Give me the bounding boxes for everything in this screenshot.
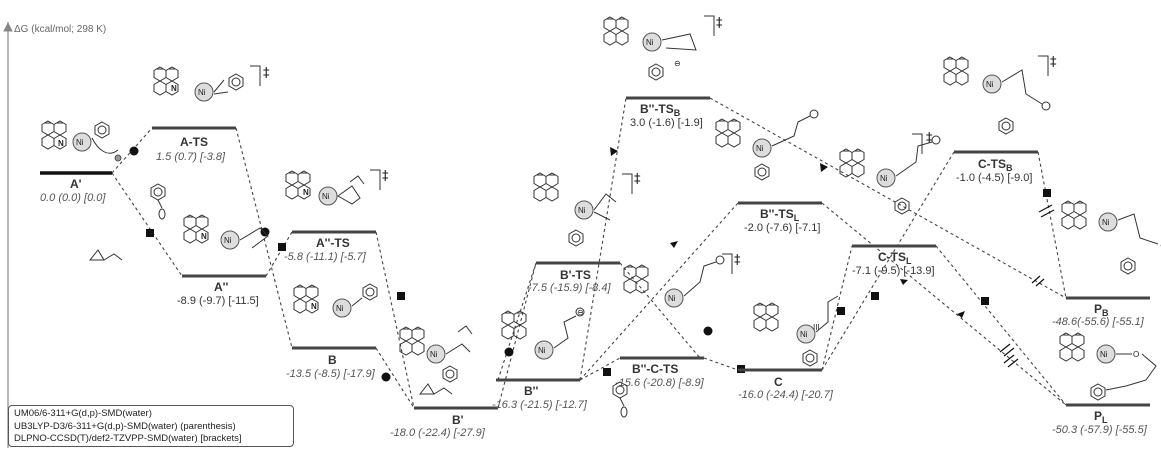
molecule-B-prime: Ni: [400, 326, 472, 382]
energy-B-double-prime: -16.3 (-21.5) [-12.7]: [492, 399, 588, 411]
molecule-B-double-prime-TS-B: Ni ⊖ ‡: [604, 16, 723, 80]
svg-text:Ni: Ni: [986, 80, 994, 89]
svg-text:‡: ‡: [382, 169, 389, 184]
molecule-C-TS-B: Ni ‡: [944, 55, 1057, 134]
state-name-A-TS: A-TS: [180, 135, 208, 149]
benzyl-radical-1: [151, 184, 165, 219]
axis-breaks: [1000, 205, 1054, 367]
molecule-P-L: Ni O: [1060, 333, 1156, 400]
state-name-P-L: PL: [1094, 409, 1108, 425]
state-name-B: B: [328, 353, 337, 367]
molecule-B-prime-TS: Ni ‡: [534, 172, 641, 246]
epoxide-reagent-1: [90, 250, 122, 260]
svg-text:‡: ‡: [634, 172, 641, 187]
y-axis-label: ΔG (kcal/mol; 298 K): [14, 24, 106, 35]
energy-B-prime-TS: -7.5 (-15.9) [-8.4]: [528, 282, 611, 294]
svg-text:Ni: Ni: [1100, 350, 1108, 359]
svg-text:N: N: [58, 139, 64, 148]
state-name-A-double-prime: A'': [214, 280, 229, 294]
legend-line-1: UM06/6-311+G(d,p)-SMD(water): [14, 408, 288, 421]
svg-text:Ni: Ni: [800, 330, 808, 339]
energy-B: -13.5 (-8.5) [-17.9]: [286, 368, 376, 380]
state-name-B-double-prime: B'': [524, 384, 539, 398]
svg-text:⊖: ⊖: [577, 308, 584, 317]
svg-text:O: O: [1133, 350, 1139, 359]
svg-text:‡: ‡: [1050, 55, 1057, 70]
method-legend: UM06/6-311+G(d,p)-SMD(water) UB3LYP-D3/6…: [8, 405, 294, 447]
energy-P-L: -50.3 (-57.9) [-55.5]: [1052, 424, 1148, 436]
state-name-C: C: [774, 375, 783, 389]
svg-text:Ni: Ni: [322, 192, 330, 201]
svg-text:Ni: Ni: [880, 174, 888, 183]
svg-text:Ni: Ni: [336, 304, 344, 313]
svg-text:N: N: [311, 302, 317, 311]
energy-A-double-prime: -8.9 (-9.7) [-11.5]: [177, 295, 259, 307]
molecule-A-double-prime: N Ni: [184, 215, 268, 249]
energy-A-double-prime-TS: -5.8 (-11.1) [-5.7]: [284, 251, 367, 263]
svg-text:Ni: Ni: [756, 144, 764, 153]
svg-text:Ni: Ni: [538, 346, 546, 355]
molecule-A-TS: N Ni ‡: [154, 66, 270, 101]
energy-B-prime: -18.0 (-22.4) [-27.9]: [390, 427, 486, 439]
svg-text:‡: ‡: [716, 16, 723, 31]
svg-text:Ni: Ni: [430, 350, 438, 359]
svg-text:N: N: [171, 84, 177, 93]
energy-B-double-prime-TS-B: 3.0 (-1.6) [-1.9]: [630, 117, 703, 129]
svg-text:‡: ‡: [734, 253, 741, 268]
state-name-B-prime-TS: B'-TS: [560, 268, 591, 282]
state-name-B-double-prime-TS-L: B''-TSL: [760, 207, 800, 223]
energy-A-prime: 0.0 (0.0) [0.0]: [40, 192, 106, 204]
state-name-B-double-prime-TS-B: B''-TSB: [640, 102, 681, 118]
epoxide-reagent-2: [420, 384, 452, 394]
state-name-A-double-prime-TS: A''-TS: [316, 236, 350, 250]
molecule-B: N Ni: [294, 284, 377, 317]
legend-line-3: DLPNO-CCSD(T)/def2-TZVPP-SMD(water) [bra…: [14, 433, 288, 446]
molecule-B-double-prime: Ni ⊖: [502, 308, 584, 359]
molecule-A-prime: N Ni: [42, 121, 121, 161]
state-name-C-TS-L: C-TSL: [878, 250, 912, 266]
svg-text:‡: ‡: [263, 66, 270, 81]
molecule-A-double-prime-TS: N Ni ‡: [286, 169, 389, 205]
svg-text:Ni: Ni: [1102, 218, 1110, 227]
svg-text:Ni: Ni: [578, 206, 586, 215]
molecule-P-B: Ni ⊖: [1062, 201, 1161, 274]
energy-C: -16.0 (-24.4) [-20.7]: [738, 389, 834, 401]
molecule-C-TS-L: Ni: [840, 136, 940, 214]
state-name-B-prime: B': [452, 413, 464, 427]
energy-P-B: -48.6(-55.6) [-55.1]: [1052, 316, 1145, 328]
energy-A-TS: 1.5 (0.7) [-3.8]: [156, 151, 226, 163]
svg-text:N: N: [303, 188, 309, 197]
legend-line-2: UB3LYP-D3/6-311+G(d,p)-SMD(water) (paren…: [14, 421, 288, 434]
state-name-B-double-prime-C-TS: B''-C-TS: [632, 362, 678, 376]
svg-text:⊖: ⊖: [674, 59, 681, 68]
energy-C-TS-L: -7.1 (-9.5) [-13.9]: [852, 265, 935, 277]
energy-B-double-prime-C-TS: -15.6 (-20.8) [-8.9]: [615, 377, 705, 389]
svg-text:Ni: Ni: [224, 236, 232, 245]
state-name-C-TS-B: C-TSB: [978, 157, 1013, 173]
svg-text:Ni: Ni: [198, 88, 206, 97]
energy-B-double-prime-TS-L: -2.0 (-7.6) [-7.1]: [744, 222, 820, 234]
svg-text:III: III: [813, 323, 820, 332]
state-name-A-prime: A': [70, 177, 82, 191]
energy-C-TS-B: -1.0 (-4.5) [-9.0]: [956, 172, 1032, 184]
svg-text:Ni: Ni: [646, 38, 654, 47]
svg-text:Ni: Ni: [76, 138, 84, 147]
svg-text:N: N: [201, 232, 207, 241]
svg-text:Ni: Ni: [668, 294, 676, 303]
molecule-B-double-prime-C-TS: Ni ‡: [624, 253, 741, 307]
